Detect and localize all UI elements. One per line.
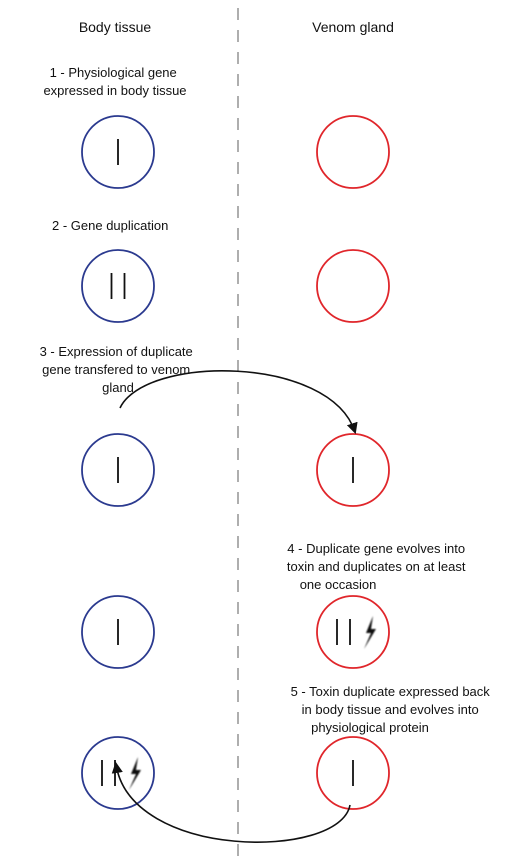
- transfer-arrow-venom-to-body: [111, 761, 351, 843]
- cell-venom-row-1: [316, 115, 390, 189]
- step-2-line-1: 2 - Gene duplication: [52, 218, 168, 233]
- cell-circle: [81, 595, 155, 669]
- step-5-line-1: 5 - Toxin duplicate expressed back: [291, 684, 491, 699]
- cell-venom-row-5: [316, 736, 390, 810]
- cell-circle: [81, 736, 155, 810]
- step-3-label: 3 - Expression of duplicate gene transfe…: [40, 344, 197, 395]
- cell-body-row-4: [81, 595, 155, 669]
- step-5-line-3: physiological protein: [311, 720, 429, 735]
- step-3-line-1: 3 - Expression of duplicate: [40, 344, 193, 359]
- header-body-tissue: Body tissue: [79, 19, 152, 35]
- step-4-line-1: 4 - Duplicate gene evolves into: [287, 541, 465, 556]
- step-4-line-2: toxin and duplicates on at least: [287, 559, 466, 574]
- cell-circle: [81, 115, 155, 189]
- step-3-line-2: gene transfered to venom: [42, 362, 190, 377]
- toxin-lightning-icon: [364, 616, 376, 649]
- step-1-line-1: 1 - Physiological gene: [50, 65, 177, 80]
- header-venom-gland: Venom gland: [312, 19, 394, 35]
- cell-circle: [316, 736, 390, 810]
- cell-venom-row-3: [316, 433, 390, 507]
- step-3-line-3: gland: [102, 380, 134, 395]
- cell-body-row-3: [81, 433, 155, 507]
- step-2-label: 2 - Gene duplication: [52, 218, 168, 233]
- cell-circle: [316, 115, 390, 189]
- cell-body-row-2: [81, 249, 155, 323]
- step-5-label: 5 - Toxin duplicate expressed back in bo…: [291, 684, 494, 735]
- cell-circle: [316, 595, 390, 669]
- step-4-line-3: one occasion: [300, 577, 377, 592]
- step-1-line-2: expressed in body tissue: [43, 83, 186, 98]
- step-5-line-2: in body tissue and evolves into: [302, 702, 479, 717]
- cell-venom-row-4: [316, 595, 390, 669]
- toxin-lightning-icon: [129, 757, 141, 790]
- cell-circle: [316, 249, 390, 323]
- cell-circle: [81, 433, 155, 507]
- step-1-label: 1 - Physiological gene expressed in body…: [43, 65, 186, 98]
- cell-body-row-1: [81, 115, 155, 189]
- transfer-arrow-body-to-venom: [119, 370, 358, 435]
- cell-venom-row-2: [316, 249, 390, 323]
- cell-circle: [81, 249, 155, 323]
- step-4-label: 4 - Duplicate gene evolves into toxin an…: [287, 541, 469, 592]
